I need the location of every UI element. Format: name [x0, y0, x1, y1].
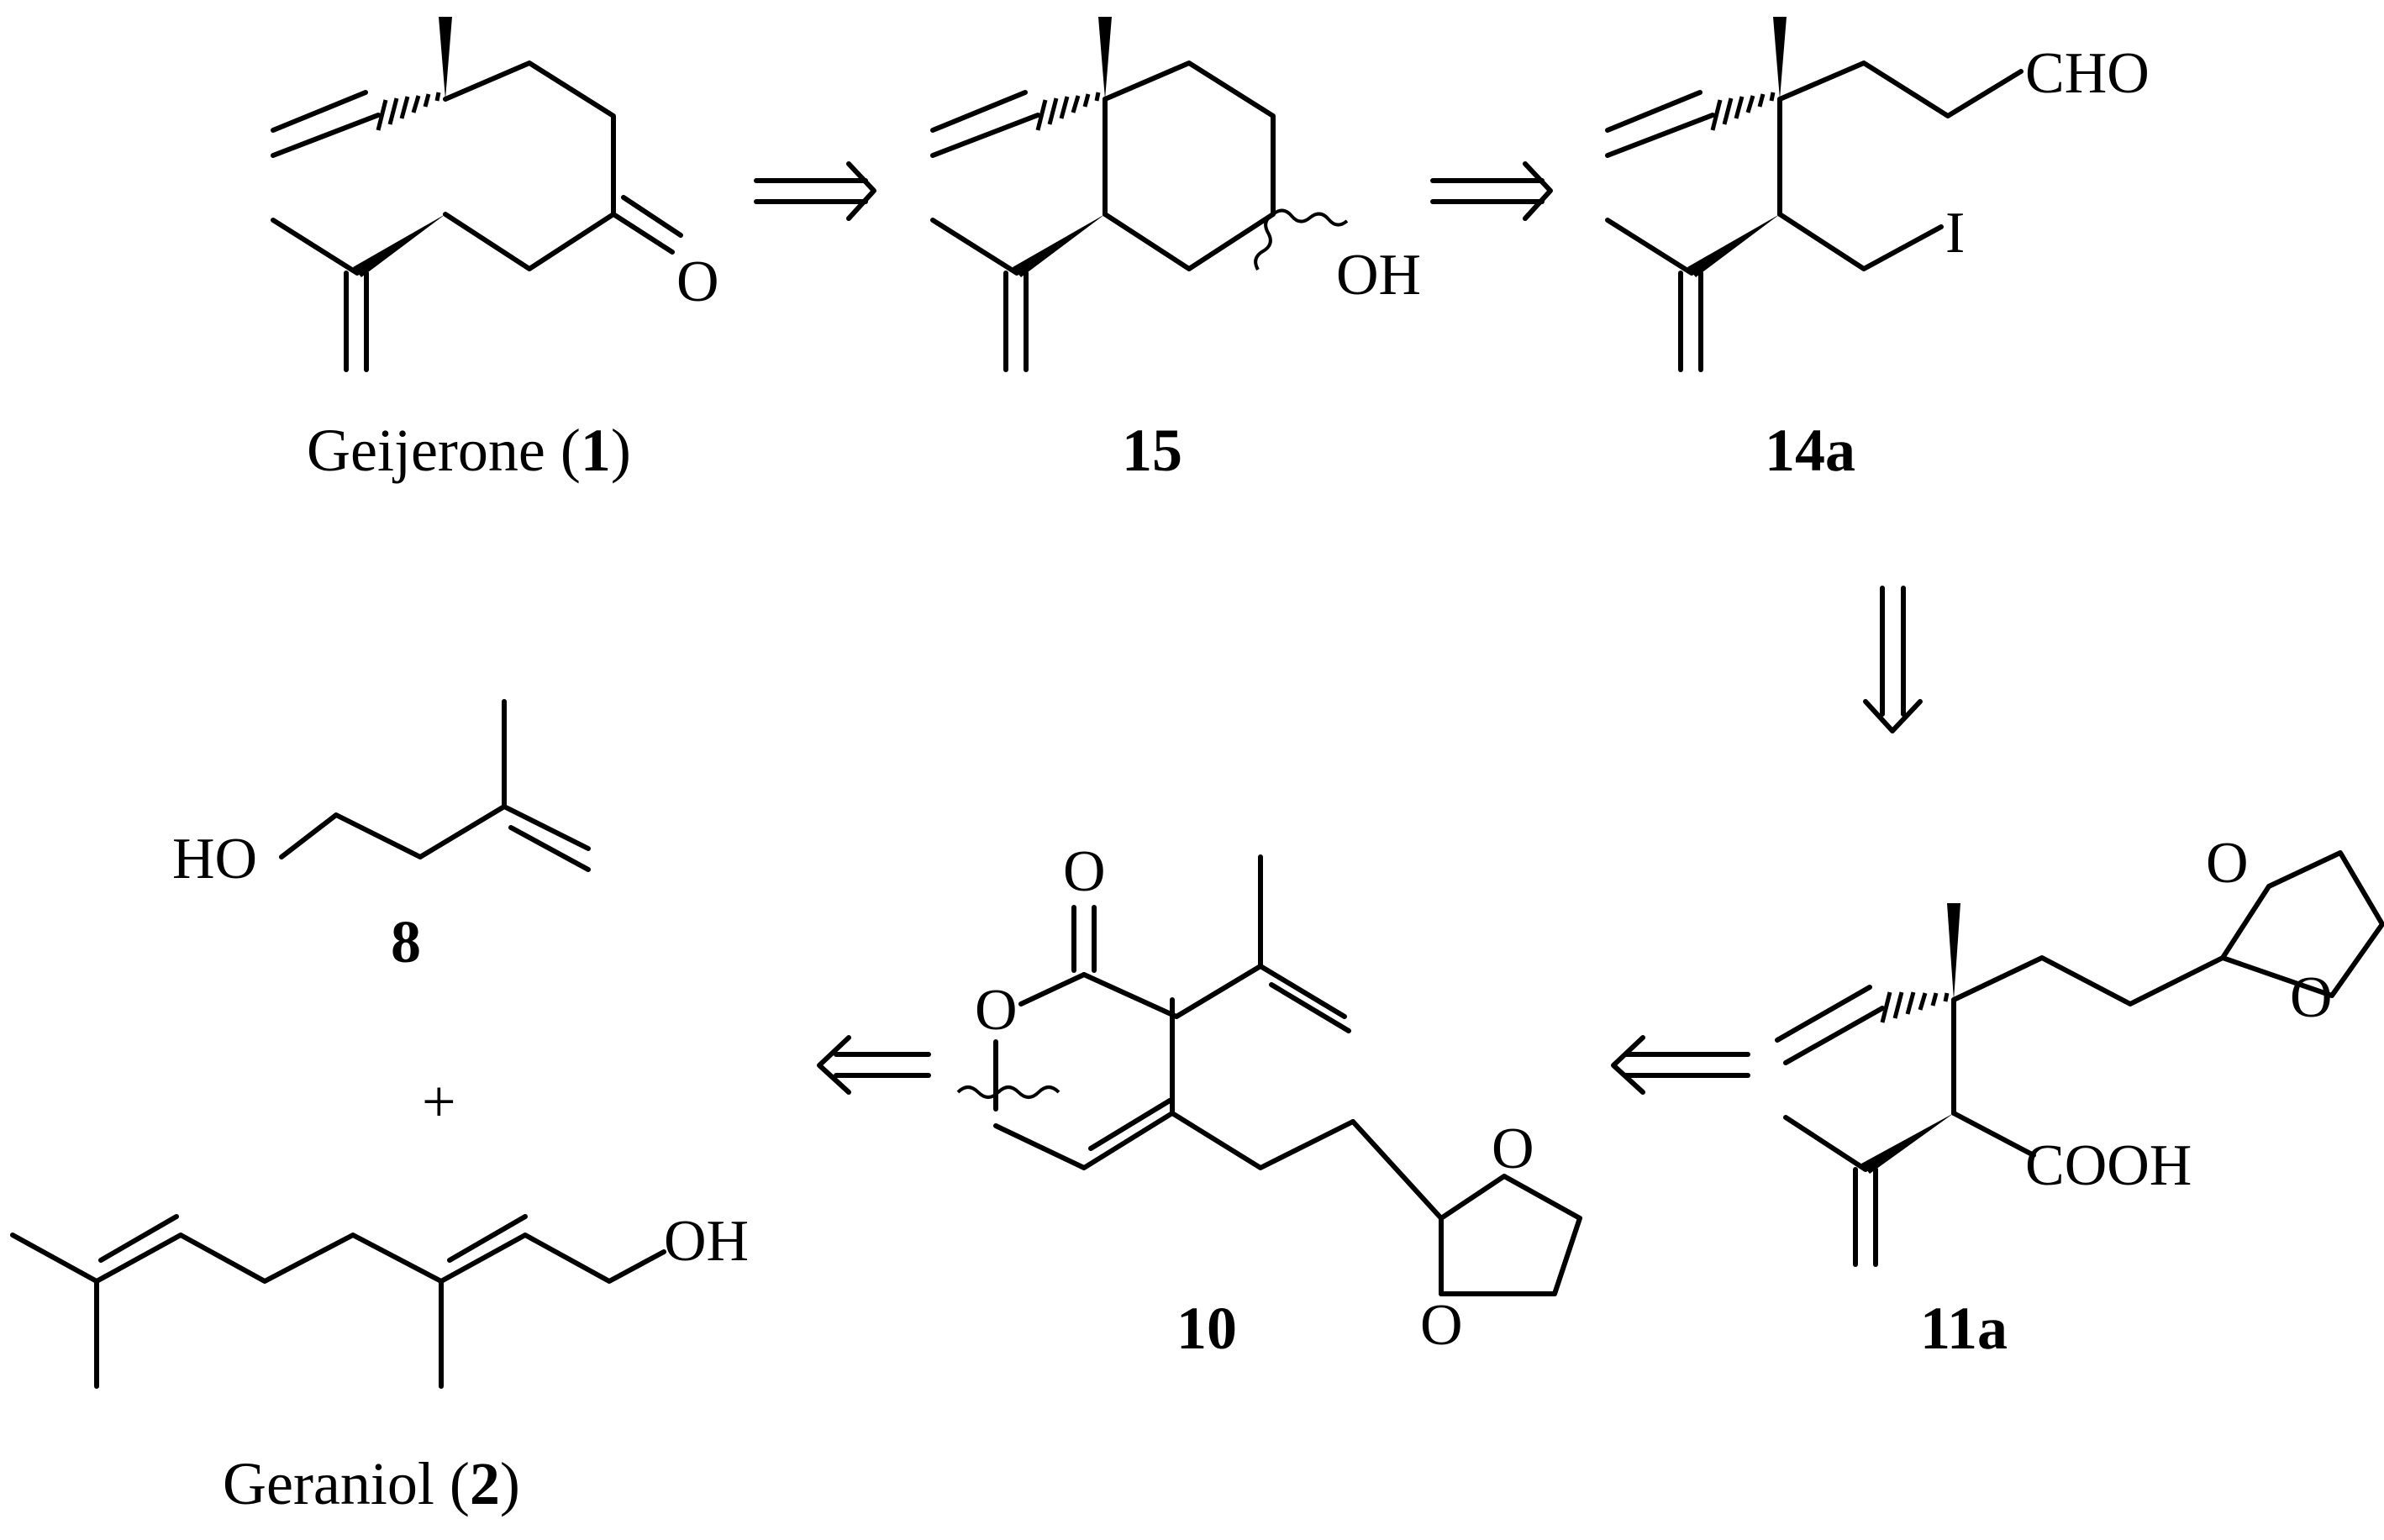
label-geijerone: Geijerone (1)	[307, 417, 631, 484]
label-geraniol: Geraniol (2)	[223, 1450, 520, 1517]
atom-o-ester: O	[975, 978, 1018, 1043]
atom-o-10-2: O	[1420, 1293, 1463, 1358]
atom-o-carbonyl: O	[1063, 839, 1106, 904]
atom-o-11a-1: O	[2206, 831, 2249, 896]
atom-o-10-1: O	[1492, 1117, 1534, 1181]
retro-arrow-1	[754, 161, 876, 221]
atom-o-11a-2: O	[2290, 965, 2333, 1030]
label-15: 15	[1122, 417, 1182, 484]
atom-oh: OH	[1336, 243, 1421, 307]
structure-11a: O O COOH 11a	[1775, 831, 2384, 1362]
label-8: 8	[391, 908, 421, 975]
retro-arrow-4	[1611, 1035, 1750, 1095]
atom-cooh: COOH	[2025, 1133, 2192, 1198]
atom-o: O	[676, 250, 719, 314]
structure-geijerone: O Geijerone (1)	[271, 17, 719, 484]
structure-15: OH 15	[930, 17, 1421, 484]
label-14a: 14a	[1765, 417, 1855, 484]
structure-10: O O O O 10	[956, 839, 1582, 1362]
label-11a: 11a	[1920, 1295, 2008, 1362]
plus-sign: +	[422, 1068, 456, 1135]
structure-14a: CHO I 14a	[1605, 17, 2150, 484]
atom-i: I	[1945, 201, 1965, 265]
retro-arrow-2	[1430, 161, 1553, 221]
atom-cho: CHO	[2025, 41, 2150, 106]
structure-geraniol: OH Geraniol (2)	[10, 1209, 749, 1517]
label-10: 10	[1176, 1295, 1237, 1362]
atom-oh-geraniol: OH	[664, 1209, 749, 1274]
atom-ho: HO	[172, 827, 257, 891]
retro-arrow-5	[817, 1035, 931, 1095]
structure-8: HO 8	[172, 699, 591, 975]
retro-arrow-3	[1863, 586, 1923, 733]
